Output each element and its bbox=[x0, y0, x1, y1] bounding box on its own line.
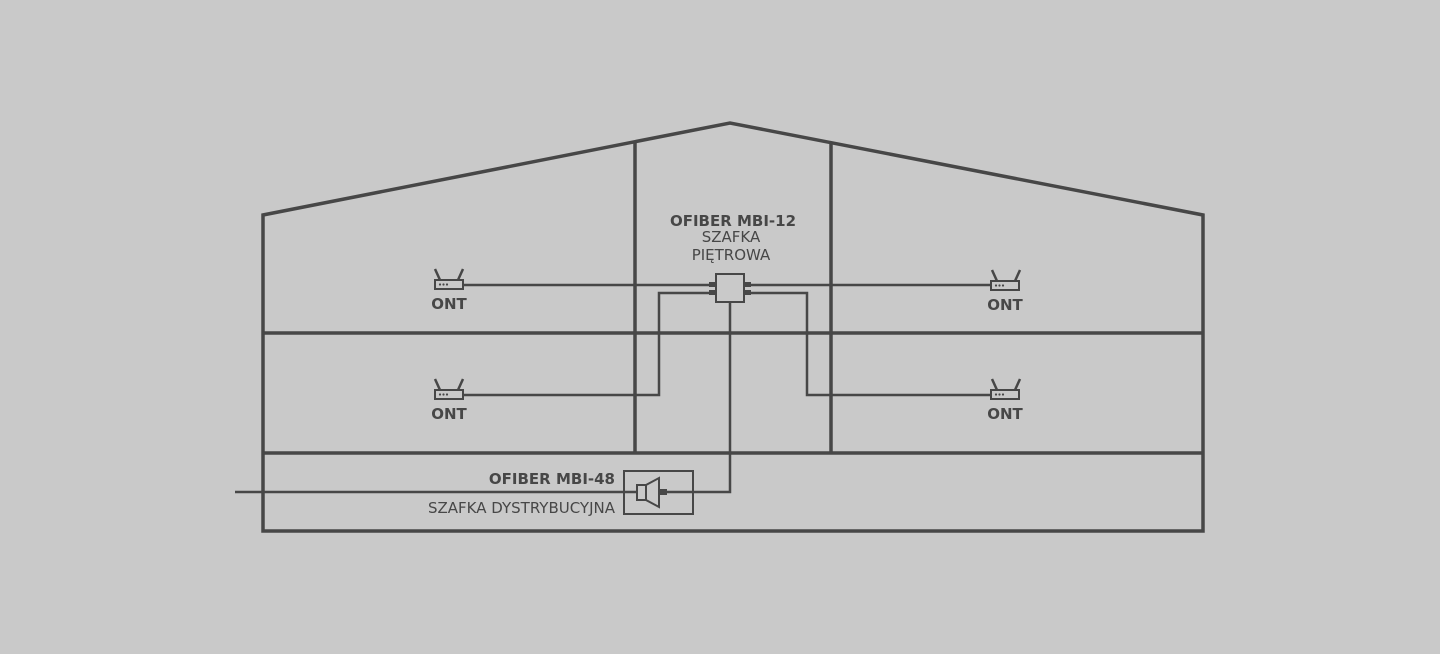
building-outline bbox=[261, 121, 1205, 533]
ont-label: ONT bbox=[987, 405, 1023, 423]
distribution-cabinet-box bbox=[623, 470, 694, 515]
ont-device-lower-left: ONT bbox=[431, 378, 468, 423]
router-icon bbox=[990, 378, 1022, 400]
floor-cabinet-model: OFIBER MBI-12 bbox=[670, 212, 796, 230]
building-structure bbox=[261, 121, 1205, 533]
splice-box-port-right-bottom bbox=[744, 290, 751, 295]
fiber-connector-icon bbox=[636, 476, 667, 509]
splice-box-icon bbox=[715, 273, 745, 303]
splice-box-port-right-top bbox=[744, 282, 751, 287]
distribution-cabinet: OFIBER MBI-48 SZAFKA DYSTRYBUCYJNA bbox=[428, 470, 694, 517]
floor-cabinet: OFIBER MBI-12 SZAFKA PIĘTROWA bbox=[670, 212, 796, 303]
ont-label: ONT bbox=[431, 405, 467, 423]
ont-device-lower-right: ONT bbox=[987, 378, 1024, 423]
router-icon bbox=[433, 268, 465, 290]
floor-cabinet-line1: SZAFKA bbox=[702, 228, 761, 246]
router-icon bbox=[990, 269, 1022, 291]
floor-cabinet-line2: PIĘTROWA bbox=[692, 246, 771, 264]
ont-device-upper-left: ONT bbox=[431, 268, 468, 313]
cable-lower-left bbox=[464, 291, 709, 397]
riser-cable bbox=[666, 303, 732, 494]
splice-box-port-left-bottom bbox=[709, 290, 716, 295]
distribution-cabinet-model: OFIBER MBI-48 bbox=[489, 470, 615, 488]
ont-label: ONT bbox=[987, 296, 1023, 314]
cable-lower-right bbox=[751, 291, 991, 397]
ont-device-upper-right: ONT bbox=[987, 269, 1024, 314]
ont-label: ONT bbox=[431, 295, 467, 313]
router-icon bbox=[433, 378, 465, 400]
fiber-cables bbox=[235, 283, 991, 494]
distribution-cabinet-description: SZAFKA DYSTRYBUCYJNA bbox=[428, 499, 616, 517]
splice-box-port-left-top bbox=[709, 282, 716, 287]
